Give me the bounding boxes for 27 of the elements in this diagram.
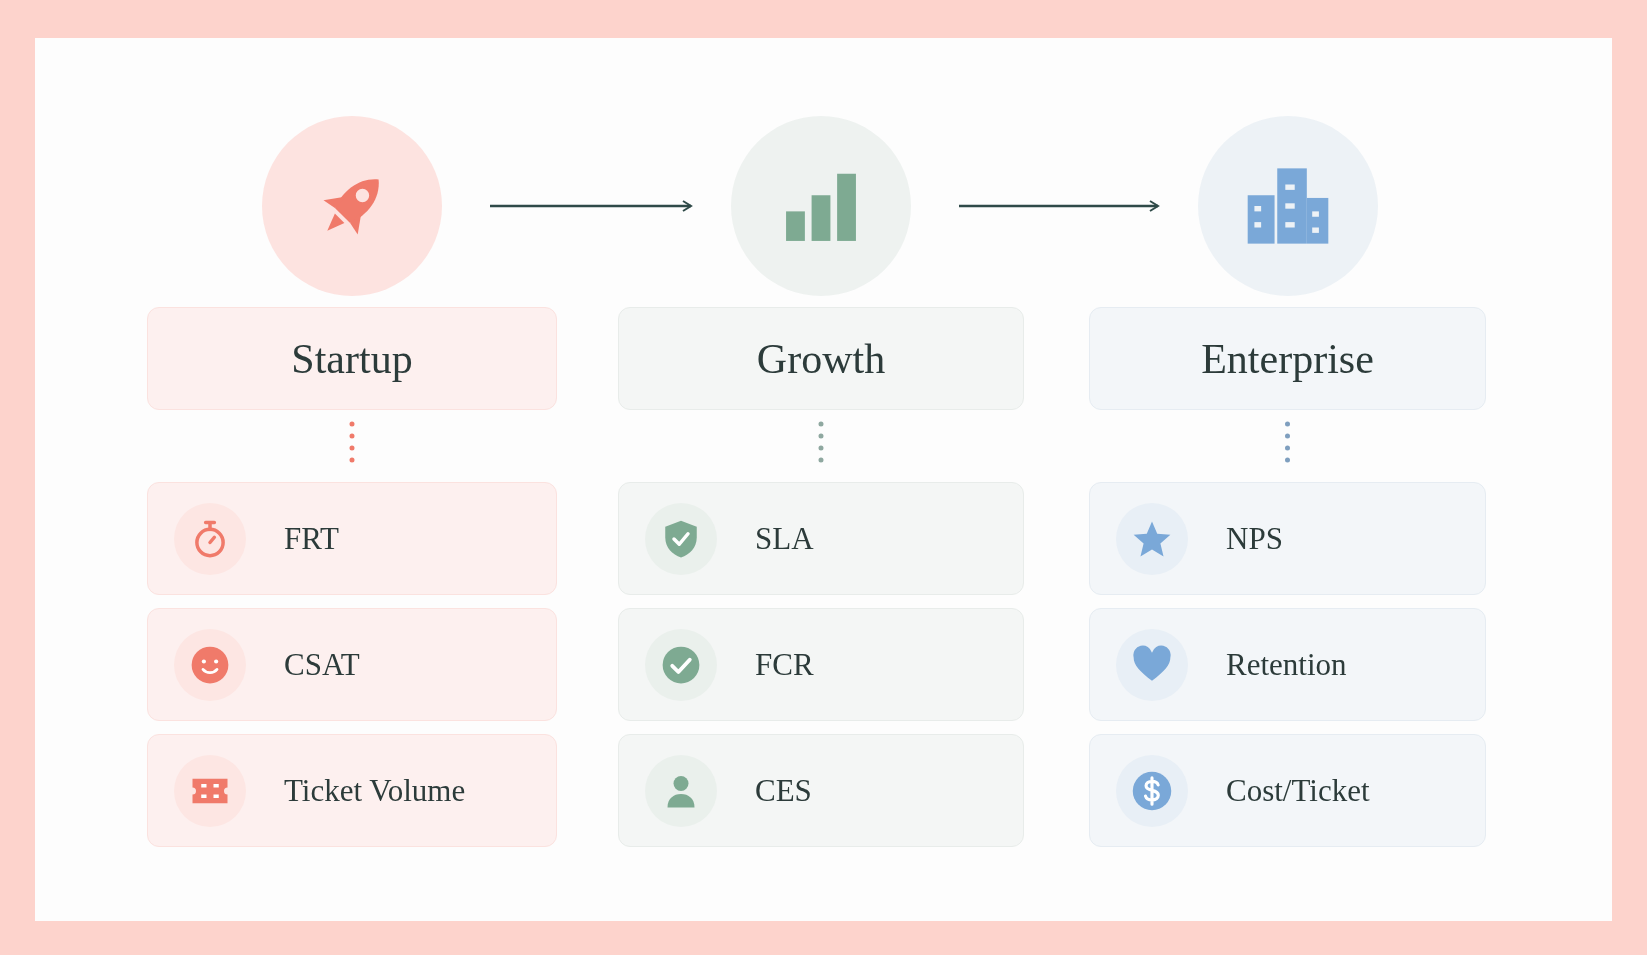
metric-card bbox=[147, 734, 557, 847]
dotted-connector bbox=[818, 421, 824, 465]
metric-card bbox=[147, 482, 557, 595]
metric-label: FRT bbox=[284, 520, 339, 557]
metric-card bbox=[1089, 482, 1486, 595]
metric-label: SLA bbox=[755, 520, 814, 557]
dotted-connector bbox=[349, 421, 355, 465]
metric-label: CES bbox=[755, 772, 812, 809]
stage-title: Enterprise bbox=[1201, 334, 1374, 383]
metric-card bbox=[618, 734, 1024, 847]
metric-label: Cost/Ticket bbox=[1226, 772, 1370, 809]
stage-header bbox=[147, 307, 557, 410]
metric-label: Ticket Volume bbox=[284, 772, 466, 809]
metric-card bbox=[1089, 734, 1486, 847]
metric-card bbox=[1089, 608, 1486, 721]
stage-title: Startup bbox=[291, 334, 413, 383]
metric-label: FCR bbox=[755, 646, 814, 683]
metric-label: CSAT bbox=[284, 646, 360, 683]
stage-title: Growth bbox=[756, 334, 886, 383]
dotted-connector bbox=[1285, 421, 1290, 465]
arrow bbox=[959, 200, 1159, 212]
metric-label: NPS bbox=[1226, 520, 1283, 557]
metric-card bbox=[147, 608, 557, 721]
metric-label: Retention bbox=[1226, 646, 1347, 683]
metric-card bbox=[618, 608, 1024, 721]
metric-card bbox=[618, 482, 1024, 595]
arrow bbox=[490, 200, 692, 212]
